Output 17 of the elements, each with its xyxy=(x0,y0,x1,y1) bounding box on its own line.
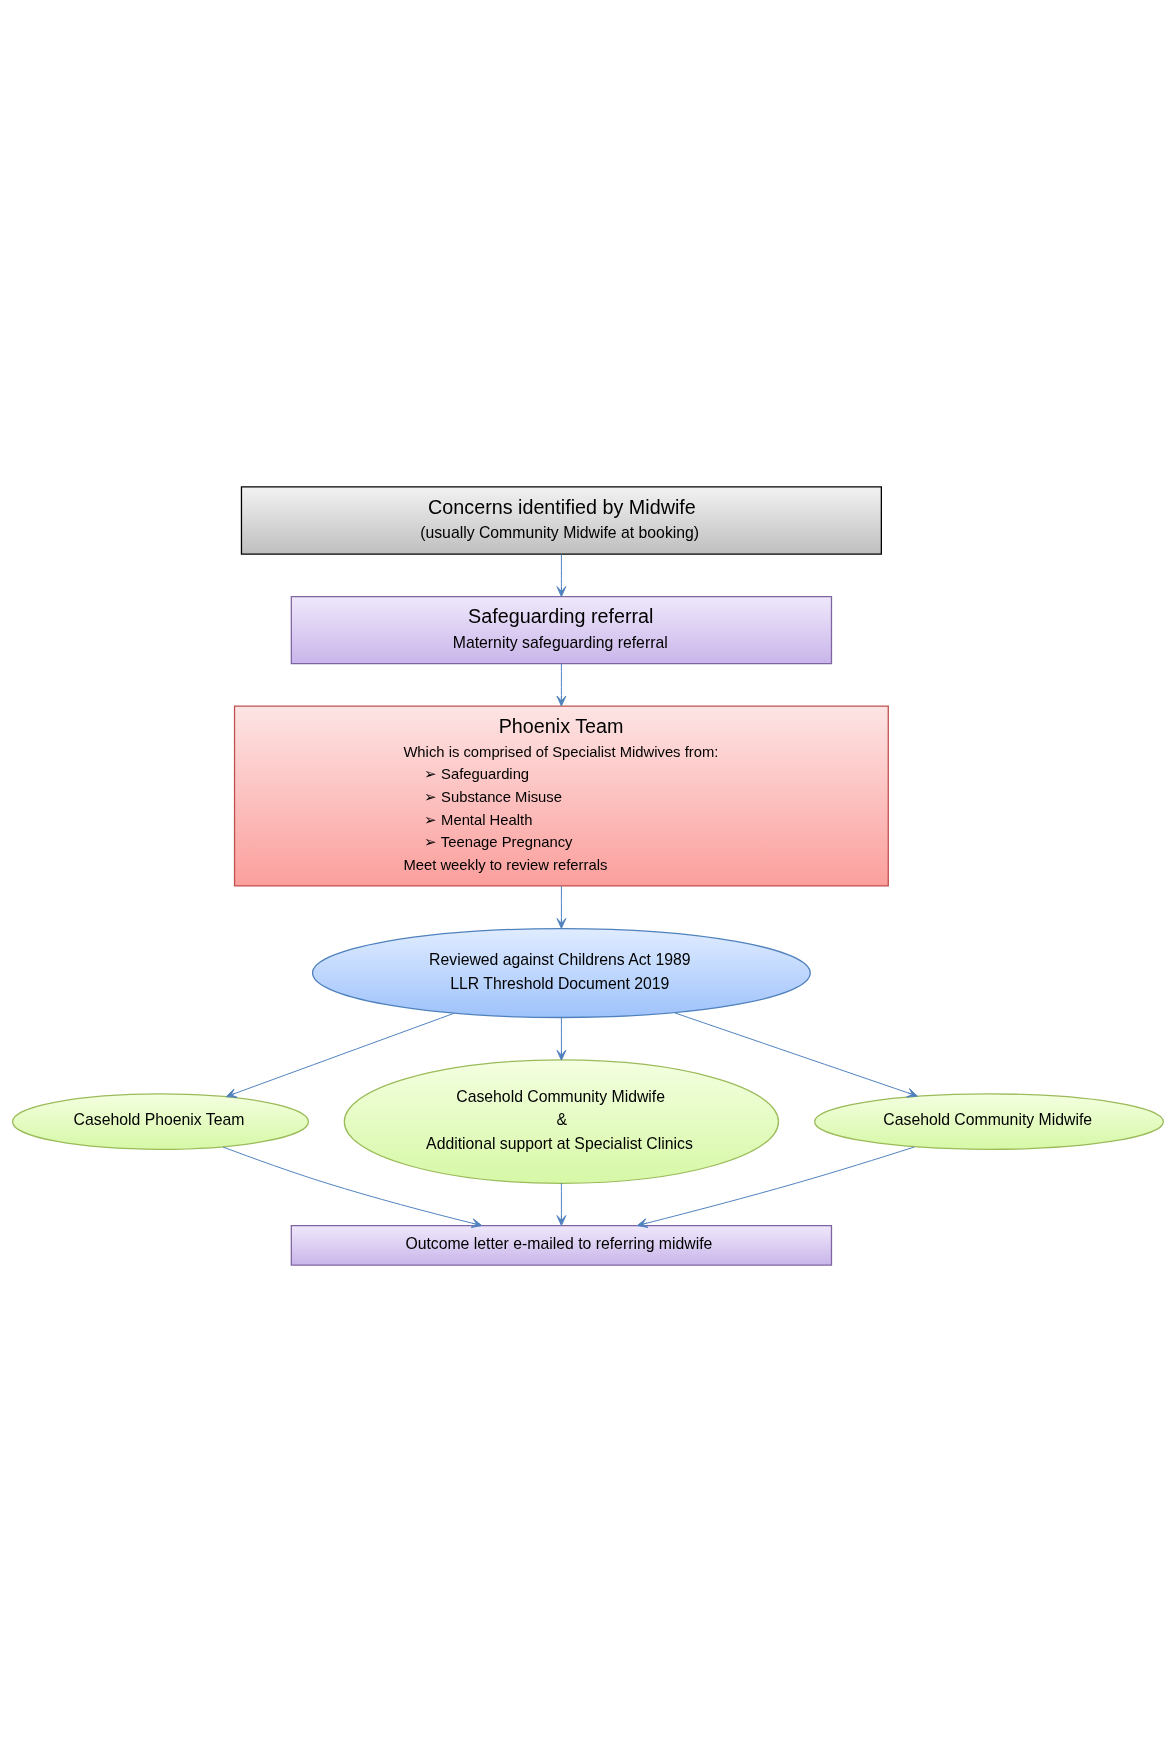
node-ellipse: Reviewed against Childrens Act 1989 LLR Threshold Document 2019 xyxy=(311,927,811,1018)
arrow xyxy=(556,885,567,929)
node-box: Outcome letter e-mailed to referring midwife xyxy=(290,1224,833,1266)
node-ellipse: Casehold Community Midwife xyxy=(814,1092,1164,1150)
node-ellipse: Casehold Community Midwife & Additional support at Specialist Clinics xyxy=(343,1058,780,1184)
node-box: Phoenix Team Which is comprised of Specialist Midwives from: ➢ Safeguarding ➢ Substance Misuse ➢ Mental Health ➢ Teenage Pregnancy Meet weekly to review referrals xyxy=(233,705,889,887)
arrow xyxy=(556,1017,567,1061)
arrow xyxy=(222,1146,483,1228)
arrow xyxy=(556,662,567,706)
arrow xyxy=(556,1182,567,1226)
node-ellipse: Casehold Phoenix Team xyxy=(11,1092,310,1150)
node-box: Safeguarding referral Maternity safeguarding referral xyxy=(290,595,833,664)
node-box: Concerns identified by Midwife (usually Community Midwife at booking) xyxy=(240,485,882,555)
arrow xyxy=(674,1011,918,1098)
arrow xyxy=(225,1012,455,1098)
arrow xyxy=(556,553,567,597)
arrow xyxy=(636,1146,915,1228)
